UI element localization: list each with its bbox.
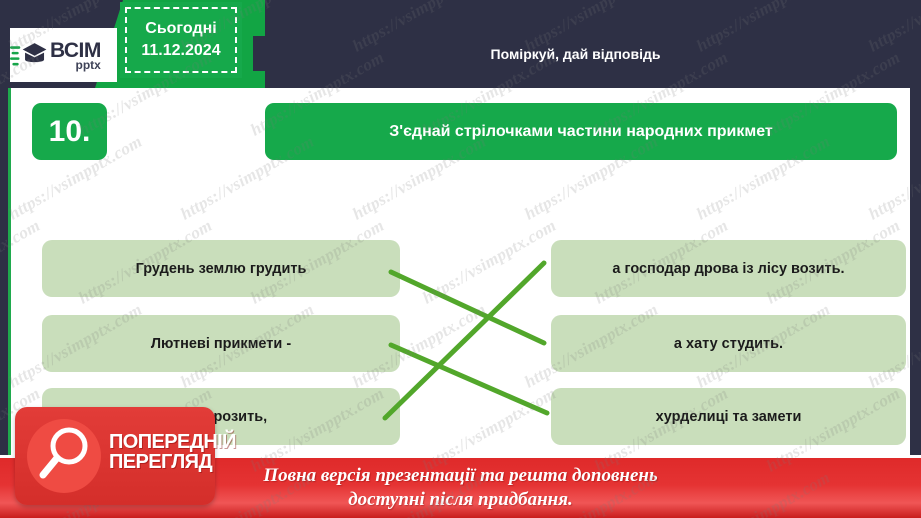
slide-edge-left [0, 0, 10, 518]
right-card-1[interactable]: а господар дрова із лісу возить. [551, 240, 906, 297]
left-card-2-text: Лютневі прикмети - [150, 335, 292, 352]
slide-accent-stripe [8, 88, 11, 458]
slide-content-area: 10. З'єднай стрілочками частини народних… [10, 88, 910, 458]
brand-logo[interactable]: ВСІМ pptx [4, 28, 117, 82]
match-line-3 [382, 260, 547, 421]
preview-badge-line-1: ПОПЕРЕДНІЙ [109, 431, 237, 453]
logo-sub-text: pptx [75, 57, 101, 72]
today-date-badge: Сьогодні 11.12.2024 [120, 2, 242, 78]
left-card-1[interactable]: Грудень землю грудить [42, 240, 400, 297]
task-instruction-text: З'єднай стрілочками частини народних при… [389, 122, 773, 140]
right-card-2-text: а хату студить. [673, 335, 784, 352]
right-card-2[interactable]: а хату студить. [551, 315, 906, 372]
right-card-1-text: а господар дрова із лісу возить. [612, 260, 845, 277]
footer-line-2: доступні після придбання. [348, 489, 573, 510]
today-label: Сьогодні [145, 20, 217, 37]
match-line-1 [388, 269, 547, 346]
right-card-3-text: хурделиці та замети [655, 408, 802, 425]
logo-main-text: ВСІМ [50, 38, 101, 62]
magnifier-icon [39, 427, 88, 479]
preview-badge-line-2: ПЕРЕГЛЯД [109, 451, 213, 474]
task-instruction-bar: З'єднай стрілочками частини народних при… [265, 103, 897, 160]
task-number-text: 10. [48, 114, 91, 148]
header-title-bar: Поміркуй, дай відповідь [253, 36, 898, 71]
slide-edge-right [910, 0, 921, 518]
header-title-text: Поміркуй, дай відповідь [490, 45, 661, 62]
today-date: 11.12.2024 [141, 42, 221, 59]
preview-watermark-badge: ПОПЕРЕДНІЙ ПЕРЕГЛЯД [15, 407, 237, 505]
match-line-2 [388, 342, 550, 416]
left-card-2[interactable]: Лютневі прикмети - [42, 315, 400, 372]
task-number-badge: 10. [32, 103, 107, 160]
footer-line-1: Повна версія презентації та решта доповн… [263, 464, 658, 486]
graduation-cap-icon [10, 43, 47, 66]
right-card-3[interactable]: хурделиці та замети [551, 388, 906, 445]
left-card-1-text: Грудень землю грудить [135, 260, 307, 277]
footer-separator [0, 455, 921, 459]
